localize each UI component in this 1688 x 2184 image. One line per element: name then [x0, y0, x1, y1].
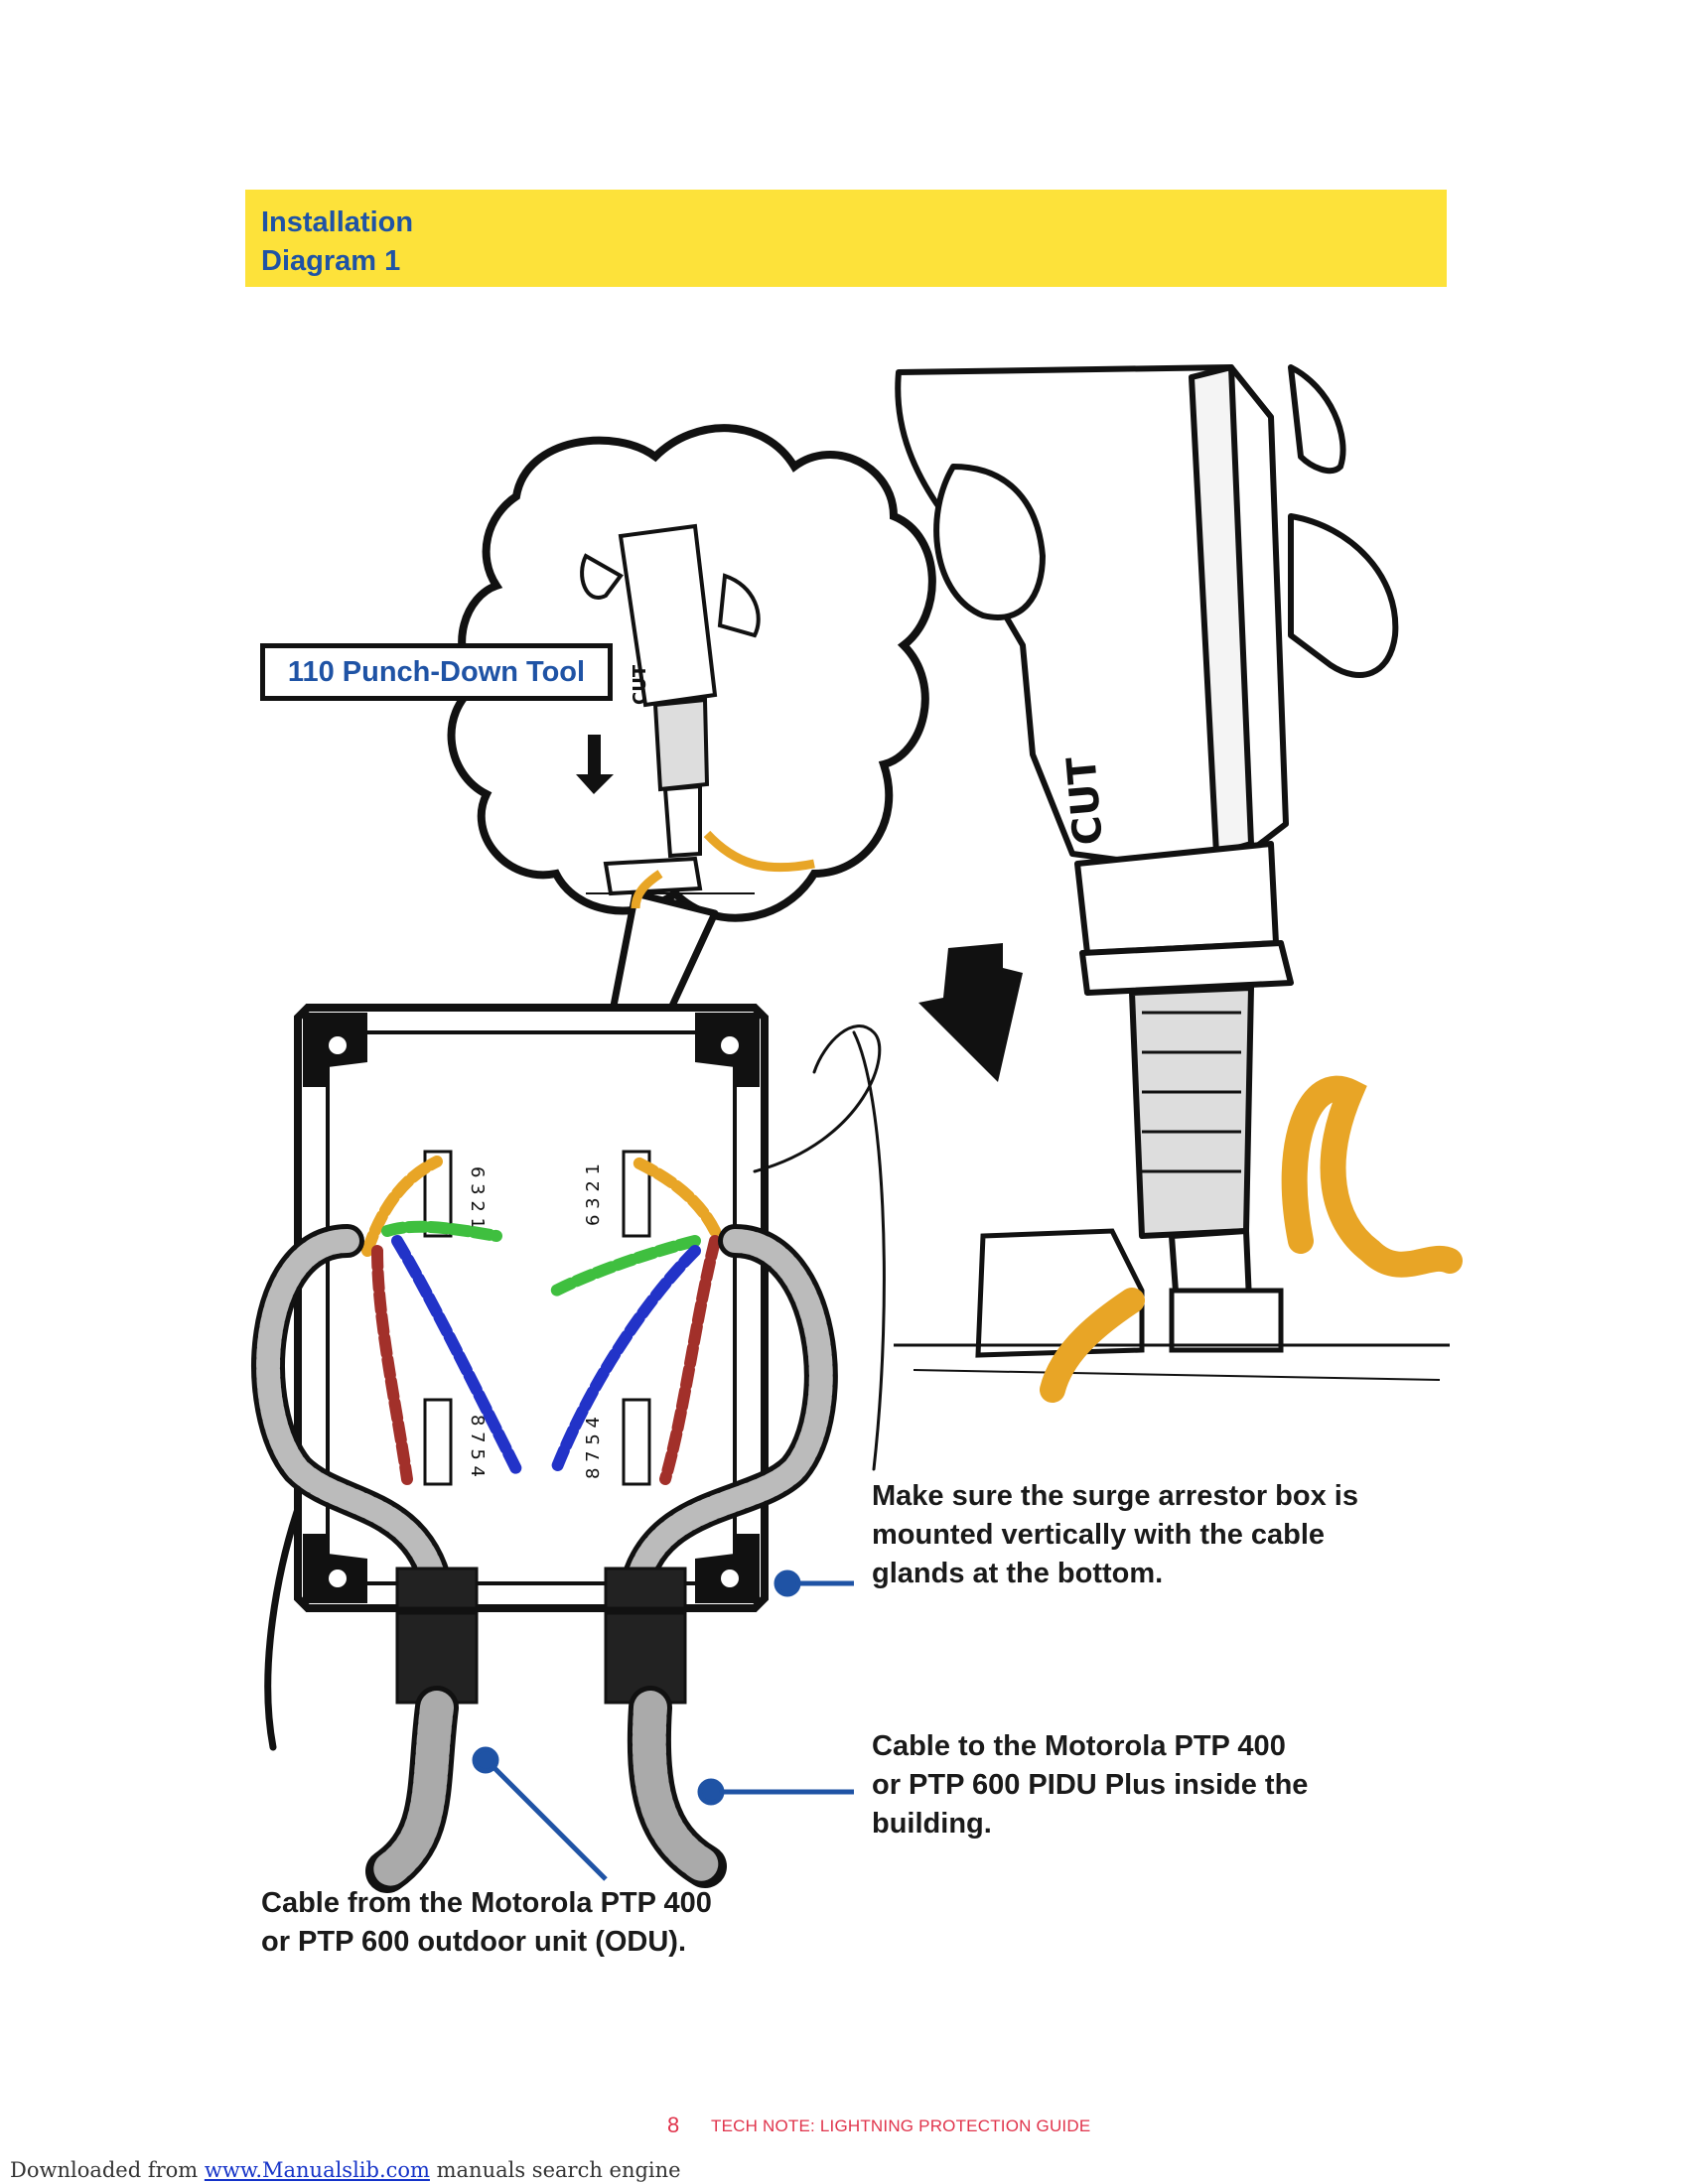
- callout-to-pidu-line-1: Cable to the Motorola PTP 400: [872, 1727, 1308, 1766]
- large-down-arrow: [918, 943, 1023, 1082]
- callout-from-odu-line-2: or PTP 600 outdoor unit (ODU).: [261, 1923, 712, 1962]
- callout-mounting-line-1: Make sure the surge arrestor box is: [872, 1477, 1358, 1516]
- callout-mounting-line-2: mounted vertically with the cable: [872, 1516, 1358, 1555]
- callout-mounting: Make sure the surge arrestor box is moun…: [872, 1477, 1358, 1593]
- pin-label-bottom-left: 8 7 5 4: [467, 1415, 488, 1477]
- pin-label-top-left: 6 3 2 1: [467, 1166, 488, 1229]
- footer-doc-title: TECH NOTE: LIGHTNING PROTECTION GUIDE: [711, 2116, 1090, 2136]
- download-prefix: Downloaded from: [10, 2158, 205, 2182]
- callout-to-pidu: Cable to the Motorola PTP 400 or PTP 600…: [872, 1727, 1308, 1843]
- page-number: 8: [667, 2113, 679, 2138]
- callout-to-pidu-line-3: building.: [872, 1805, 1308, 1843]
- download-notice: Downloaded from www.Manualslib.com manua…: [10, 2158, 681, 2182]
- pin-label-top-right: 6 3 2 1: [583, 1163, 604, 1226]
- manualslib-link[interactable]: www.Manualslib.com: [205, 2158, 430, 2182]
- download-suffix: manuals search engine: [430, 2158, 681, 2182]
- callout-from-odu-line-1: Cable from the Motorola PTP 400: [261, 1884, 712, 1923]
- punch-down-tool-label: 110 Punch-Down Tool: [260, 643, 613, 701]
- large-orange-wire: [1295, 1089, 1450, 1265]
- callout-mounting-line-3: glands at the bottom.: [872, 1555, 1358, 1593]
- pin-label-bottom-right: 8 7 5 4: [583, 1417, 604, 1479]
- small-tool-cut-text: CUT: [630, 664, 650, 705]
- callout-to-pidu-line-2: or PTP 600 PIDU Plus inside the: [872, 1766, 1308, 1805]
- large-tool-cut-text: CUT: [1058, 754, 1112, 848]
- callout-from-odu: Cable from the Motorola PTP 400 or PTP 6…: [261, 1884, 712, 1962]
